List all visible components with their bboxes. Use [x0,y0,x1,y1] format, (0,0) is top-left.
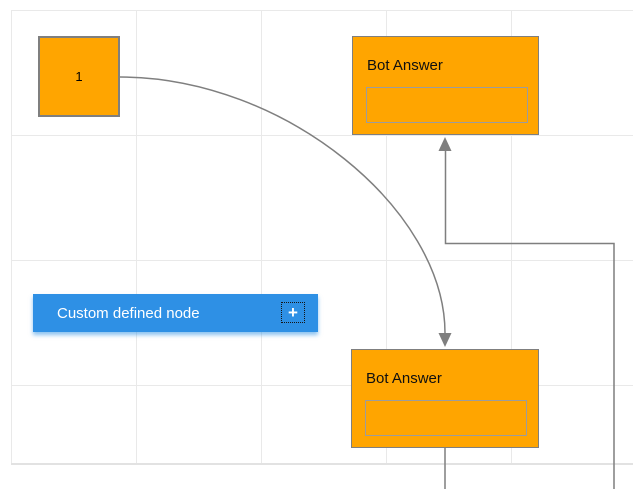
bot-answer-textbox[interactable] [365,400,527,436]
arrowhead-up-icon [438,137,452,151]
custom-node-label: Custom defined node [57,304,200,322]
start-node-label: 1 [75,69,83,84]
custom-defined-node[interactable]: Custom defined node + [33,294,318,332]
orthogonal-connector[interactable] [444,151,615,489]
add-node-handle[interactable]: + [281,302,305,323]
bot-answer-title: Bot Answer [366,370,442,387]
start-node[interactable]: 1 [38,36,120,117]
arrowhead-down-icon [438,333,452,347]
bot-answer-title: Bot Answer [367,57,443,74]
plus-icon: + [288,303,298,322]
bot-answer-node-top[interactable]: Bot Answer [352,36,539,135]
bot-answer-textbox[interactable] [366,87,528,123]
bezier-connector[interactable] [119,76,446,334]
bot-answer-node-bottom[interactable]: Bot Answer [351,349,539,448]
